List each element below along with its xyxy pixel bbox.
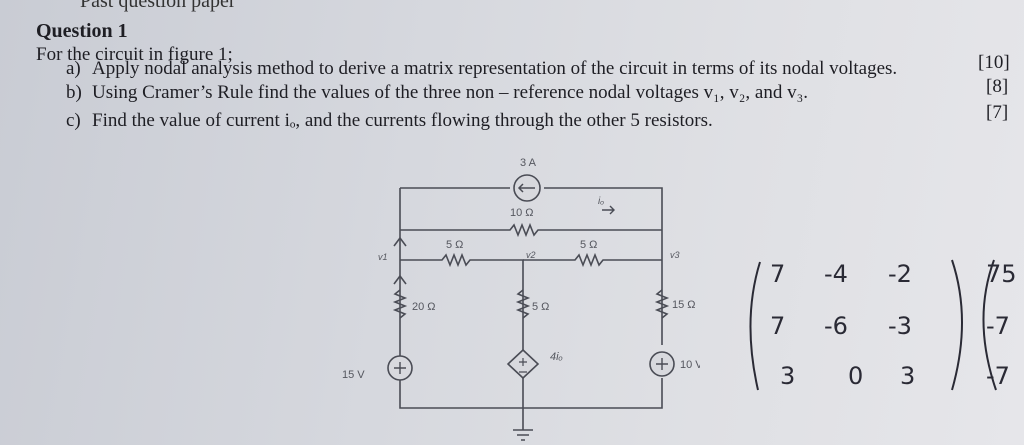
- m-r1c2: -3: [888, 312, 912, 340]
- label-r10: 10 Ω: [510, 207, 534, 219]
- m-r2c0: 3: [780, 362, 795, 390]
- m-r0c0: 7: [770, 260, 785, 288]
- part-c: c) Find the value of current iₒ, and the …: [66, 110, 713, 132]
- m-r1c0: 7: [770, 312, 785, 340]
- m-r0c2: -2: [888, 260, 912, 288]
- matrix-right-bracket: [951, 259, 963, 391]
- voltage-source-15v: [387, 355, 413, 381]
- current-source: [513, 174, 541, 202]
- label-3a: 3 A: [520, 157, 537, 169]
- rhs-2: -7: [986, 362, 1010, 390]
- cut-off-header: Past question paper: [80, 0, 236, 12]
- part-a: a) Apply nodal analysis method to derive …: [66, 58, 897, 80]
- handwritten-matrix: 7 -4 -2 7 -6 -3 3 0 3 75 -7 -7: [749, 259, 1017, 391]
- part-b: b) Using Cramer’s Rule find the values of…: [66, 82, 808, 104]
- r5-left-wire: [400, 252, 524, 408]
- part-c-label: c): [66, 110, 81, 131]
- label-dep-source: 4iₒ: [550, 351, 563, 363]
- m-r2c1: 0: [848, 362, 863, 390]
- label-15v: 15 V: [342, 369, 365, 381]
- part-b-text: Using Cramer’s Rule find the values of t…: [92, 82, 808, 103]
- label-r5-right: 5 Ω: [580, 239, 597, 251]
- v1-arrow-icon: [393, 236, 407, 247]
- label-io: iₒ: [598, 196, 604, 207]
- part-a-label: a): [66, 58, 81, 79]
- m-r2c2: 3: [900, 362, 915, 390]
- label-r20: 20 Ω: [412, 301, 436, 313]
- rhs-1: -7: [986, 312, 1010, 340]
- question-intro: For the circuit in figure 1;: [36, 44, 233, 65]
- m-r1c1: -6: [824, 312, 848, 340]
- marks-c: [7]: [986, 102, 1009, 123]
- ground-symbol: [513, 408, 533, 441]
- circuit-diagram: 3 A 10 Ω iₒ 5 Ω 5 Ω v1 v2 v3 20 Ω 5 Ω 15…: [342, 157, 700, 441]
- label-10v: 10 V: [680, 359, 700, 371]
- label-r5-mid: 5 Ω: [532, 301, 549, 313]
- question-title: Question 1: [36, 20, 128, 42]
- m-r0c1: -4: [824, 260, 848, 288]
- rhs-0: 75: [986, 260, 1017, 288]
- marks-a: [10]: [978, 52, 1010, 73]
- dependent-source: [506, 348, 540, 380]
- top-wire: [400, 187, 663, 260]
- rhs-left-bracket: [982, 259, 997, 391]
- r15-zigzag: [654, 289, 670, 319]
- r20-arrow-icon: [393, 274, 407, 285]
- right-bottom-wire: [399, 260, 663, 409]
- part-c-text: Find the value of current iₒ, and the cu…: [92, 110, 713, 131]
- marks-b: [8]: [986, 76, 1009, 97]
- label-r5-left: 5 Ω: [446, 239, 463, 251]
- label-v3: v3: [670, 250, 680, 260]
- voltage-source-10v: [649, 351, 675, 377]
- r20-zigzag: [392, 289, 408, 319]
- part-a-text: Apply nodal analysis method to derive a …: [92, 58, 898, 79]
- r10-wire: [400, 222, 662, 238]
- r5-right-wire: [523, 252, 662, 268]
- label-r15: 15 Ω: [672, 299, 696, 311]
- matrix-left-bracket: [749, 261, 761, 391]
- label-v1: v1: [378, 252, 388, 262]
- label-v2: v2: [526, 250, 536, 260]
- io-arrow-icon: [602, 205, 615, 215]
- part-b-label: b): [66, 82, 82, 103]
- r5-mid-zigzag: [515, 289, 531, 319]
